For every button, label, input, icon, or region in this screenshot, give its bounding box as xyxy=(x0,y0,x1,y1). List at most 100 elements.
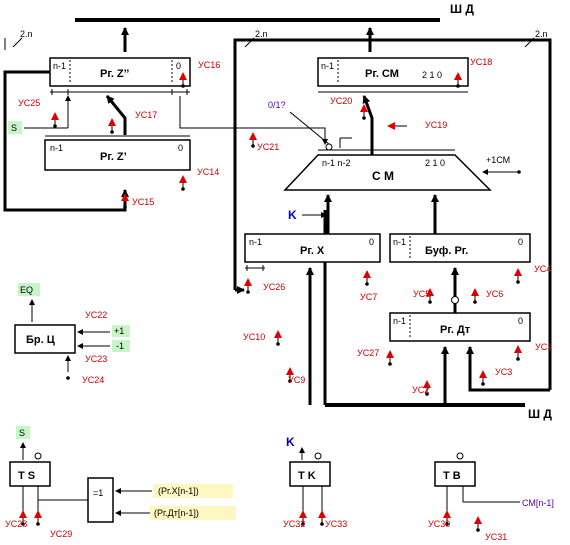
signal-dot-us29 xyxy=(36,522,40,526)
signal-us1: УС1 xyxy=(514,342,552,361)
signal-arrow-us5 xyxy=(426,288,434,296)
ts-output: S xyxy=(19,428,25,438)
adder-carry-label: +1СМ xyxy=(486,155,510,165)
z2-label: Рг. Z’’ xyxy=(100,68,129,80)
signal-label-us14: УС14 xyxy=(197,167,219,177)
signal-label-us33: УС33 xyxy=(325,519,347,529)
signal-arrow-us14 xyxy=(179,175,187,183)
signal-label-us2: УС2 xyxy=(412,385,429,395)
buf-inverter-bubble xyxy=(451,296,459,304)
signal-us2: УС2 xyxy=(412,380,431,396)
sm-lsb: 2 1 0 xyxy=(422,70,442,80)
signal-us33: УС33 xyxy=(318,510,347,529)
signal-label-us19: УС19 xyxy=(425,120,447,130)
sm-bus-return xyxy=(466,346,550,392)
signal-label-us31: УС31 xyxy=(485,532,507,542)
signal-label-us18: УС18 xyxy=(470,57,492,67)
signal-dot-us7 xyxy=(365,282,369,286)
rx-lsb: 0 xyxy=(369,237,374,247)
signal-us20: УС20 xyxy=(330,96,368,120)
dt-lsb: 0 xyxy=(518,316,523,326)
xor-input-2: (Рг.Дт[n-1]) xyxy=(154,508,199,518)
xor-gate: =1 (Рг.Х[n-1]) (Рг.Дт[n-1]) xyxy=(87,477,236,523)
register-buf: n-1 0 Буф. Рг. xyxy=(389,233,531,263)
signal-us27: УС27 xyxy=(357,348,394,366)
mid-bus-width: 2.n xyxy=(255,29,268,39)
signal-us16: УС16 xyxy=(179,60,220,88)
signal-arrow-us32 xyxy=(299,510,307,518)
signal-label-us30: УС30 xyxy=(428,519,450,529)
signal-dot-us32 xyxy=(301,522,305,526)
register-z2: n-1 0 Рг. Z’’ xyxy=(49,57,191,95)
signal-us19: УС19 xyxy=(387,120,447,130)
signal-us30: УС30 xyxy=(428,510,451,529)
signal-arrow-us30 xyxy=(443,510,451,518)
z2-lsb: 0 xyxy=(176,61,181,71)
signal-label-us9: УС9 xyxy=(288,375,305,385)
signal-arrow-us1 xyxy=(514,345,522,353)
signal-dot-us26 xyxy=(246,290,250,294)
counter-minus: -1 xyxy=(116,341,124,351)
counter-label: Бр. Ц xyxy=(26,334,55,346)
signal-us22: УС22 xyxy=(85,310,107,320)
sm-sign-label: СМ[n-1] xyxy=(522,498,554,508)
signal-arrow-us29 xyxy=(34,510,42,518)
signal-arrow-us21 xyxy=(249,132,257,140)
signal-dot-us27 xyxy=(388,362,392,366)
trigger-ts: S T S xyxy=(9,426,88,512)
signal-arrow-us18 xyxy=(454,72,462,80)
signal-arrow-us26 xyxy=(244,278,252,286)
register-x: n-1 0 Рг. Х xyxy=(244,233,381,271)
sm-msb: n-1 xyxy=(321,61,334,71)
right-bus-width: 2.n xyxy=(535,29,548,39)
top-data-bus: Ш Д xyxy=(75,2,474,22)
xor-input-1: (Рг.Х[n-1]) xyxy=(158,486,199,496)
rx-label: Рг. Х xyxy=(300,245,325,257)
signal-dot-us28 xyxy=(21,522,25,526)
signal-us31: УС31 xyxy=(474,516,507,542)
s-input: S xyxy=(8,95,71,134)
signal-label-us17: УС17 xyxy=(135,110,157,120)
top-bus-label: Ш Д xyxy=(450,2,474,16)
z1-lsb: 0 xyxy=(178,143,183,153)
signal-dot-us14 xyxy=(181,187,185,191)
rx-msb: n-1 xyxy=(249,237,262,247)
signal-us9: УС9 xyxy=(286,367,305,385)
adder-lsb-bits: 2 1 0 xyxy=(425,158,445,168)
counter-plus: +1 xyxy=(114,326,124,336)
register-z1: n-1 0 Рг. Z’ xyxy=(44,135,191,171)
s-input-label: S xyxy=(11,123,17,133)
counter: EQ Бр. Ц +1 -1 xyxy=(14,283,130,380)
signal-arrow-us31 xyxy=(474,516,482,524)
signal-dot-us6 xyxy=(473,300,477,304)
right-feedback-path: 2.n 2.n xyxy=(233,27,552,390)
z1-msb: n-1 xyxy=(50,143,63,153)
signal-dot-us3 xyxy=(481,382,485,386)
signal-arrow-us27 xyxy=(386,350,394,358)
signal-arrow-us9 xyxy=(286,367,294,375)
z1-to-z2-arrow xyxy=(105,95,127,135)
z1-label: Рг. Z’ xyxy=(100,151,127,163)
signal-us10: УС10 xyxy=(243,330,282,346)
signal-label-us28: УС28 xyxy=(5,519,27,529)
signal-dot-us10 xyxy=(276,342,280,346)
signal-arrow-us17 xyxy=(108,118,116,126)
z2-to-adder-line xyxy=(179,96,328,145)
signal-label-us32: УС32 xyxy=(283,519,305,529)
tk-label: T K xyxy=(298,470,316,482)
signal-us29: УС29 xyxy=(34,510,72,539)
signal-arrow-us7 xyxy=(363,270,371,278)
counter-output: EQ xyxy=(20,285,33,295)
xor-label: =1 xyxy=(93,488,103,498)
signal-us4: УС4 xyxy=(514,264,551,284)
signal-arrow-us3 xyxy=(479,370,487,378)
ts-label: T S xyxy=(18,470,35,482)
trigger-tb: T B СМ[n-1] xyxy=(434,452,554,512)
signal-us28: УС28 xyxy=(5,510,27,529)
register-dt: n-1 0 Рг. Дт xyxy=(389,312,531,342)
signal-dot-us33 xyxy=(320,522,324,526)
signal-label-us26: УС26 xyxy=(263,282,285,292)
signal-arrow-us10 xyxy=(274,330,282,338)
signal-label-us27: УС27 xyxy=(357,348,379,358)
